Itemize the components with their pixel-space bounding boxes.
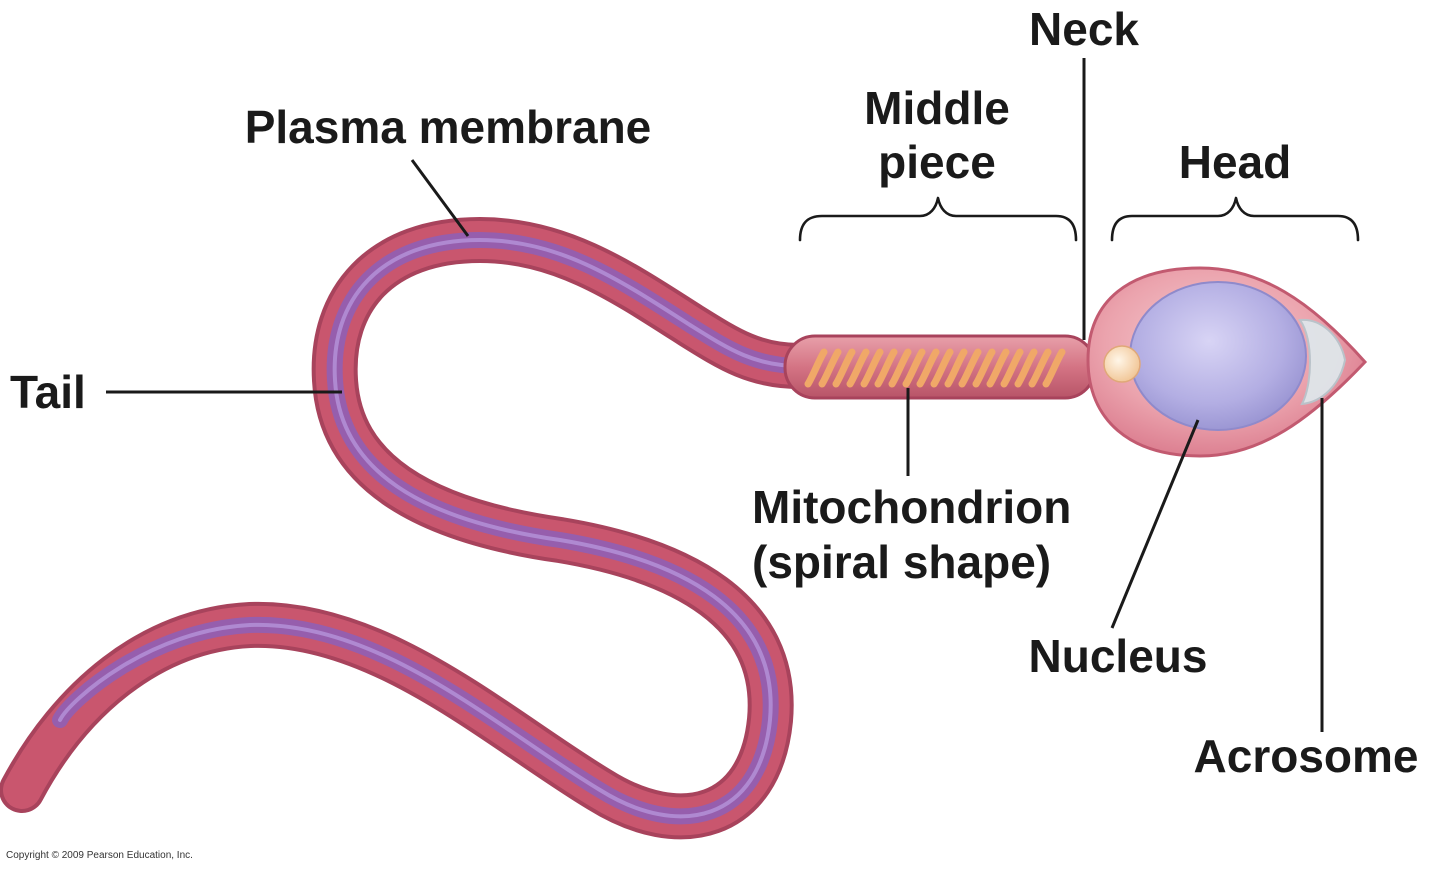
tail-highlight [58,237,802,819]
mitochondrion-coil [930,348,954,388]
label-mitochondrion-line1: Mitochondrion [752,481,1071,533]
head-brace [1110,196,1360,242]
label-head: Head [1179,136,1291,188]
middle-piece-brace [798,196,1078,242]
mitochondrion-coil [860,348,884,388]
mitochondrion-coil [888,348,912,388]
mitochondrion-coil [1014,348,1038,388]
label-mitochondrion-line2: (spiral shape) [752,536,1051,588]
mitochondrion-coil [846,348,870,388]
middle-piece [783,334,1097,400]
label-acrosome: Acrosome [1194,730,1419,782]
mitochondrion-coil [958,348,982,388]
label-neck: Neck [1029,3,1139,55]
label-middle-piece-line2: piece [878,136,996,188]
mitochondrion-coil [916,348,940,388]
copyright-text: Copyright © 2009 Pearson Education, Inc. [6,850,193,861]
centriole [1103,345,1141,383]
acrosome-shape [1298,318,1347,406]
plasma-membrane-leader [410,159,470,237]
leader-lines [106,58,1324,732]
label-tail: Tail [10,366,86,418]
mitochondrion-coil [1042,348,1066,388]
mitochondrion-spiral [804,348,1066,388]
mitochondrion-coil [902,348,926,388]
mitochondrion-coil [818,348,842,388]
label-plasma-membrane: Plasma membrane [245,101,652,153]
head [1086,266,1368,458]
label-nucleus: Nucleus [1029,630,1208,682]
mitochondrion-coil [944,348,968,388]
mitochondrion-coil [874,348,898,388]
mitochondrion-coil [804,348,828,388]
mitochondrion-coil [1000,348,1024,388]
mitochondrion-coil [1028,348,1052,388]
mitochondrion-coil [832,348,856,388]
nucleus-leader [1110,419,1200,629]
tail [0,216,823,840]
mitochondrion-coil [972,348,996,388]
nucleus-shape [1129,281,1307,431]
label-middle-piece-line1: Middle [864,82,1010,134]
mitochondrion-coil [986,348,1010,388]
